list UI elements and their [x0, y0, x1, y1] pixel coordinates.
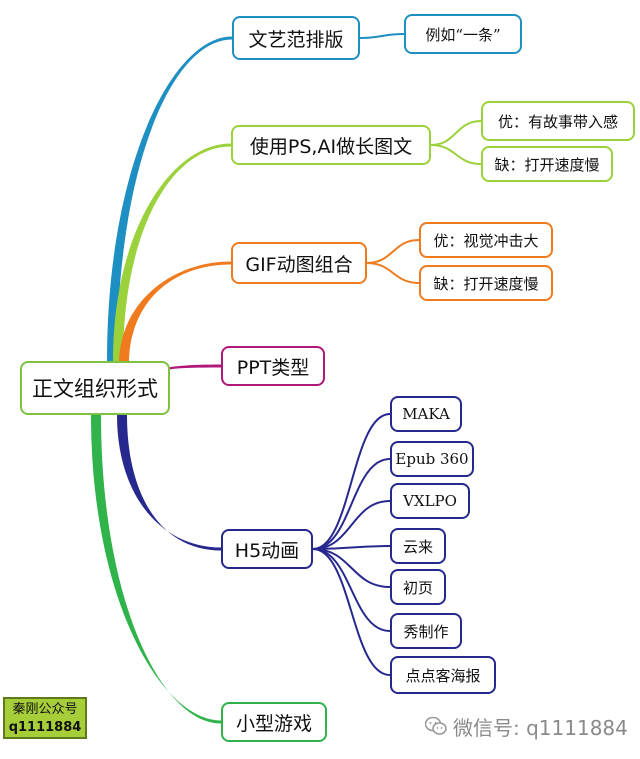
branch-node-6: 小型游戏 [221, 702, 327, 742]
leaf-link-5-1 [312, 413, 391, 550]
root-node: 正文组织形式 [20, 361, 170, 415]
leaf-link-2-2 [430, 144, 482, 165]
leaf-link-1-1 [359, 33, 405, 39]
author-stamp: 秦刚公众号 q1111884 [3, 697, 87, 739]
branch-trunk-6 [91, 415, 221, 724]
branch-trunk-5 [117, 415, 221, 551]
leaf-link-5-6 [312, 548, 391, 632]
leaf-link-2-1 [430, 120, 482, 146]
leaf-link-5-2 [312, 458, 391, 550]
leaf-node-2-1: 优：有故事带入感 [481, 101, 635, 141]
leaf-link-3-1 [366, 239, 420, 264]
leaf-node-5-5: 初页 [390, 569, 446, 605]
leaf-link-5-5 [312, 548, 391, 588]
branch-trunk-1 [107, 36, 232, 361]
stamp-line-2: q1111884 [8, 720, 82, 735]
leaf-node-5-1: MAKA [390, 396, 462, 432]
branch-node-2: 使用PS,AI做长图文 [231, 125, 431, 165]
branch-trunk-4 [156, 364, 221, 376]
branch-node-4: PPT类型 [221, 346, 325, 386]
leaf-node-3-2: 缺：打开速度慢 [419, 265, 553, 301]
wechat-watermark: 微信号: q1111884 [425, 713, 635, 740]
watermark-text: 微信号: q1111884 [453, 715, 628, 740]
leaf-link-5-7 [312, 548, 391, 676]
branch-node-3: GIF动图组合 [231, 242, 367, 284]
leaf-node-5-7: 点点客海报 [390, 656, 496, 694]
leaf-node-5-2: Epub 360 [390, 441, 474, 477]
leaf-link-3-2 [366, 262, 420, 284]
leaf-link-5-3 [312, 500, 391, 550]
branch-node-1: 文艺范排版 [232, 16, 360, 60]
leaf-node-1-1: 例如“一条” [404, 14, 522, 54]
branch-trunk-3 [119, 261, 231, 364]
leaf-node-5-3: VXLPO [390, 483, 470, 519]
leaf-node-3-1: 优：视觉冲击大 [419, 222, 553, 258]
branch-node-5: H5动画 [221, 529, 313, 569]
stamp-line-1: 秦刚公众号 [12, 702, 78, 717]
wechat-icon [425, 716, 447, 735]
leaf-node-2-2: 缺：打开速度慢 [481, 146, 613, 182]
leaf-node-5-4: 云来 [390, 528, 446, 564]
leaf-node-5-6: 秀制作 [390, 613, 462, 649]
